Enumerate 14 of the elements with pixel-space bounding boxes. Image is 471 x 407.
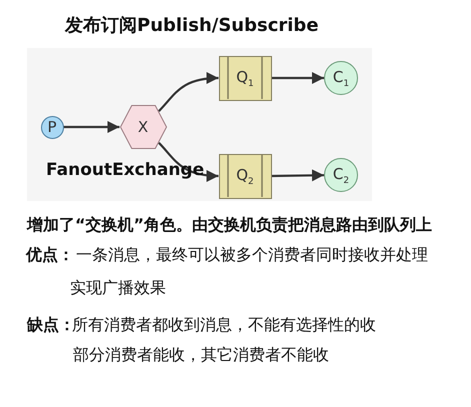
hexagon-node: X <box>120 105 166 149</box>
arrow <box>271 169 324 182</box>
title: 发布订阅Publish/Subscribe <box>65 14 319 38</box>
arrow <box>272 72 324 84</box>
pros-text: 实现广播效果 <box>70 278 166 298</box>
queue-box: Q$_{1}$ <box>218 56 272 100</box>
summary-text: 增加了“交换机”角色。由交换机负责把消息路由到队列上 <box>27 215 432 235</box>
arrow <box>64 121 120 133</box>
cons-text: 所有消费者都收到消息，不能有选择性的收 <box>72 315 376 335</box>
cons-text: 部分消费者能收，其它消费者不能收 <box>73 345 329 365</box>
pros-heading: 优点： <box>26 245 74 265</box>
arrow <box>158 72 219 112</box>
queue-box: Q$_{2}$ <box>218 154 272 198</box>
pros-text: 一条消息，最终可以被多个消费者同时接收并处理 <box>76 245 428 265</box>
